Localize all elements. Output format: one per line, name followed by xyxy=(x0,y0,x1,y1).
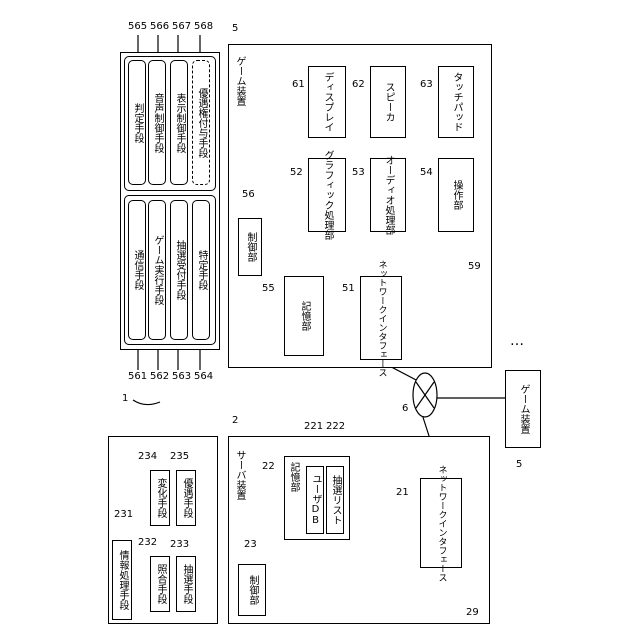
means-563: 抽選受付手段 xyxy=(170,200,188,340)
game-control: 制御部 xyxy=(238,218,262,276)
ref-server-control: 23 xyxy=(244,540,257,550)
server-netif-box: ネットワークインタフェース xyxy=(420,478,462,568)
game-device-title: ゲーム装置 xyxy=(234,56,244,106)
ref-233: 233 xyxy=(170,540,189,550)
means-566: 音声制御手段 xyxy=(148,60,166,185)
means-235: 優遇手段 xyxy=(176,470,196,526)
operation-box: 操作部 xyxy=(438,158,474,232)
ref-222: 222 xyxy=(326,422,345,432)
ellipsis: … xyxy=(510,334,524,348)
ref-server: 2 xyxy=(232,416,238,426)
user-db-box: ユーザDB xyxy=(306,466,324,534)
ref-565: 565 xyxy=(128,22,147,32)
ref-speaker: 62 xyxy=(352,80,365,90)
ref-566: 566 xyxy=(150,22,169,32)
ref-graphic: 52 xyxy=(290,168,303,178)
lottery-list-box: 抽選リスト xyxy=(326,466,344,534)
ref-562: 562 xyxy=(150,372,169,382)
means-564: 特定手段 xyxy=(192,200,210,340)
ref-568: 568 xyxy=(194,22,213,32)
means-568: 優遇権付与手段 xyxy=(192,60,210,185)
ref-561: 561 xyxy=(128,372,147,382)
ref-other-game-device: 5 xyxy=(516,460,522,470)
game-netif-box: ネットワークインタフェース xyxy=(360,276,402,360)
speaker-box: スピーカ xyxy=(370,66,406,138)
ref-system: 1 xyxy=(122,394,128,404)
graphic-box: グラフィック処理部 xyxy=(308,158,346,232)
ref-234: 234 xyxy=(138,452,157,462)
display-box: ディスプレイ xyxy=(308,66,346,138)
audio-box: オーディオ処理部 xyxy=(370,158,406,232)
ref-232: 232 xyxy=(138,538,157,548)
means-234: 変化手段 xyxy=(150,470,170,526)
ref-game-device: 5 xyxy=(232,24,238,34)
other-game-device: ゲーム装置 xyxy=(505,370,541,448)
ref-game-netif: 51 xyxy=(342,284,355,294)
server-storage-label: 記憶部 xyxy=(288,462,298,492)
ref-operation: 54 xyxy=(420,168,433,178)
means-232: 照合手段 xyxy=(150,556,170,612)
means-565: 判定手段 xyxy=(128,60,146,185)
ref-game-storage: 55 xyxy=(262,284,275,294)
ref-game-bus: 59 xyxy=(468,262,481,272)
means-233: 抽選手段 xyxy=(176,556,196,612)
ref-567: 567 xyxy=(172,22,191,32)
ref-server-netif: 21 xyxy=(396,488,409,498)
means-562: ゲーム実行手段 xyxy=(148,200,166,340)
touchpad-box: タッチパッド xyxy=(438,66,474,138)
ref-display: 61 xyxy=(292,80,305,90)
ref-564: 564 xyxy=(194,372,213,382)
ref-network: 6 xyxy=(402,404,408,414)
ref-touchpad: 63 xyxy=(420,80,433,90)
means-561: 通信手段 xyxy=(128,200,146,340)
means-567: 表示制御手段 xyxy=(170,60,188,185)
ref-audio: 53 xyxy=(352,168,365,178)
server-title: サーバ装置 xyxy=(234,450,244,500)
leader-system xyxy=(133,400,160,405)
ref-server-storage: 22 xyxy=(262,462,275,472)
server-means-group: 情報処理手段 xyxy=(112,540,132,620)
ref-221: 221 xyxy=(304,422,323,432)
ref-563: 563 xyxy=(172,372,191,382)
ref-231: 231 xyxy=(114,510,133,520)
ref-game-control: 56 xyxy=(242,190,255,200)
ref-235: 235 xyxy=(170,452,189,462)
ref-server-bus: 29 xyxy=(466,608,479,618)
server-control: 制御部 xyxy=(238,564,266,616)
game-storage-box: 記憶部 xyxy=(284,276,324,356)
